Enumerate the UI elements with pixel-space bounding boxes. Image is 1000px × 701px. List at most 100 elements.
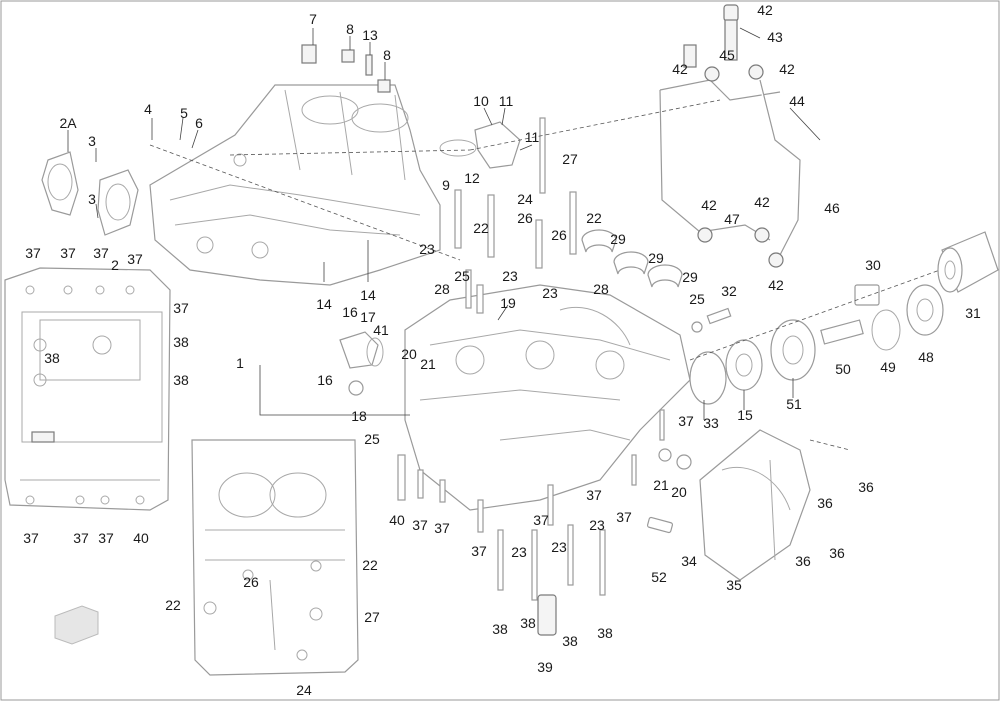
o-ring-33: [689, 351, 727, 405]
callout-9: 9: [442, 177, 450, 193]
callout-17: 17: [360, 309, 376, 325]
callout-22a: 22: [586, 210, 602, 226]
callout-31: 31: [965, 305, 981, 321]
callout-20a: 20: [401, 346, 417, 362]
bearing-shells: [581, 229, 683, 288]
o-ring-41: [366, 337, 384, 367]
callout-19: 19: [500, 295, 516, 311]
callout-37n: 37: [73, 530, 89, 546]
callout-38c: 38: [562, 633, 578, 649]
callout-20b: 20: [671, 484, 687, 500]
callout-6: 6: [195, 115, 203, 131]
callout-18: 18: [351, 408, 367, 424]
sleeve-8a: [341, 49, 355, 63]
callout-37b: 37: [586, 487, 602, 503]
callout-25a: 25: [454, 268, 470, 284]
oil-cooler-51: [770, 319, 816, 381]
callout-3b: 3: [88, 191, 96, 207]
upper-crankcase: [149, 84, 441, 286]
callout-23e: 23: [511, 544, 527, 560]
callout-38a: 38: [492, 621, 508, 637]
callout-29b: 29: [648, 250, 664, 266]
callout-36c: 36: [829, 545, 845, 561]
callout-36a: 36: [858, 479, 874, 495]
callout-34: 34: [681, 553, 697, 569]
callout-5: 5: [180, 105, 188, 121]
callout-49: 49: [880, 359, 896, 375]
callout-42b: 42: [672, 61, 688, 77]
view-direction-arrow-icon: [54, 605, 99, 645]
dowel-7: [301, 44, 317, 64]
callout-25c: 25: [364, 431, 380, 447]
callout-11a: 11: [499, 93, 514, 109]
callout-37j: 37: [93, 245, 109, 261]
nipple-30: [854, 284, 880, 306]
callout-3a: 3: [88, 133, 96, 149]
callout-28a: 28: [434, 281, 450, 297]
plug-20: [676, 454, 692, 470]
callout-37g: 37: [471, 543, 487, 559]
callout-41: 41: [373, 322, 389, 338]
adapter-48: [906, 284, 944, 336]
callout-37d: 37: [412, 517, 428, 533]
callout-25b: 25: [689, 291, 705, 307]
callout-22d: 22: [165, 597, 181, 613]
callout-8b: 8: [383, 47, 391, 63]
callout-47: 47: [724, 211, 740, 227]
callout-37c: 37: [616, 509, 632, 525]
callout-23a: 23: [419, 241, 435, 257]
callout-11b: 11: [525, 129, 540, 145]
callout-23f: 23: [551, 539, 567, 555]
housing-10: [439, 121, 521, 169]
callout-23d: 23: [589, 517, 605, 533]
callout-35: 35: [726, 577, 742, 593]
callout-24a: 24: [517, 191, 533, 207]
callout-37h: 37: [25, 245, 41, 261]
callout-14a: 14: [316, 296, 332, 312]
washer-25: [691, 321, 703, 333]
callout-37m: 37: [23, 530, 39, 546]
callout-42f: 42: [768, 277, 784, 293]
callout-52: 52: [651, 569, 667, 585]
callout-37l: 37: [173, 300, 189, 316]
callout-14b: 14: [360, 287, 376, 303]
callout-21b: 21: [653, 477, 669, 493]
callout-2a: 2A: [59, 115, 77, 131]
callout-36d: 36: [795, 553, 811, 569]
callout-45: 45: [719, 47, 735, 63]
callout-16a: 16: [342, 304, 358, 320]
sleeve-8b: [377, 79, 391, 93]
hose-45: [683, 44, 697, 68]
callout-1: 1: [236, 355, 244, 371]
callout-21a: 21: [420, 356, 436, 372]
callout-48: 48: [918, 349, 934, 365]
oil-filter-31: [937, 231, 999, 293]
callout-8a: 8: [346, 21, 354, 37]
lower-crankcase: [404, 284, 691, 511]
plate-2: [97, 169, 139, 236]
callout-2: 2: [111, 257, 119, 273]
callout-42e: 42: [754, 194, 770, 210]
gasket-2a: [41, 151, 79, 216]
callout-4: 4: [144, 101, 152, 117]
callout-30: 30: [865, 257, 881, 273]
callout-29a: 29: [610, 231, 626, 247]
hose-43: [724, 19, 738, 61]
callout-50: 50: [835, 361, 851, 377]
callout-23c: 23: [542, 285, 558, 301]
callout-37k: 37: [127, 251, 143, 267]
callout-23b: 23: [502, 268, 518, 284]
sensor-32: [706, 307, 732, 325]
callout-40a: 40: [389, 512, 405, 528]
o-ring-49: [871, 309, 901, 351]
callout-37i: 37: [60, 245, 76, 261]
callout-42c: 42: [779, 61, 795, 77]
callout-33: 33: [703, 415, 719, 431]
callout-27b: 27: [364, 609, 380, 625]
callout-13: 13: [362, 27, 378, 43]
callout-labels: 7 8 13 8 4 5 6 2A 3 3 10 11 11 27 9 12 2…: [23, 2, 981, 698]
callout-44: 44: [789, 93, 805, 109]
